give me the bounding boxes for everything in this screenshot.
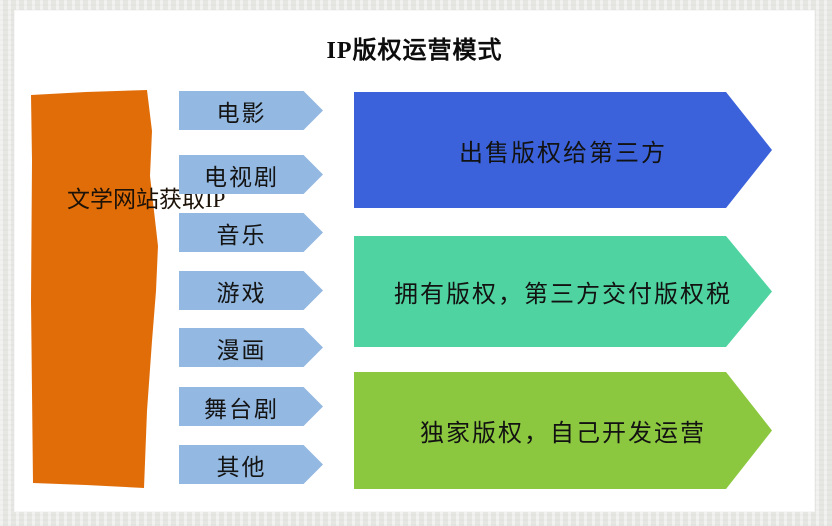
channel-arrow-movie: 电影 (179, 91, 323, 130)
channel-label: 舞台剧 (204, 396, 279, 422)
channel-arrow-other: 其他 (179, 445, 323, 484)
channel-label: 电视剧 (204, 164, 279, 190)
mode-arrow-sell-copyright: 出售版权给第三方 (354, 92, 772, 208)
channel-arrow-game: 游戏 (179, 271, 323, 310)
mode-label: 独家版权，自己开发运营 (420, 421, 706, 447)
channel-label: 电影 (216, 100, 267, 126)
channel-label: 音乐 (216, 222, 267, 248)
diagram-panel: IP版权运营模式 文学网站获取IP 电影 电视剧 音乐 游戏 漫画 舞台剧 其他… (14, 10, 815, 512)
mode-label: 出售版权给第三方 (459, 140, 667, 167)
channel-arrow-stage-play: 舞台剧 (179, 387, 323, 426)
source-label: 文学网站获取IP (67, 184, 225, 216)
channel-label: 其他 (216, 454, 267, 480)
source-banner-shape (31, 90, 158, 488)
source-banner-polygon (31, 90, 158, 488)
mode-arrow-exclusive-develop: 独家版权，自己开发运营 (354, 372, 772, 489)
channel-label: 游戏 (216, 280, 267, 306)
mode-label: 拥有版权，第三方交付版权税 (394, 282, 732, 308)
channel-arrow-comic: 漫画 (179, 328, 323, 367)
channel-arrow-tv-drama: 电视剧 (179, 155, 323, 194)
channel-label: 漫画 (216, 337, 267, 363)
mode-arrow-royalty: 拥有版权，第三方交付版权税 (354, 236, 772, 347)
channel-arrow-music: 音乐 (179, 213, 323, 252)
diagram-title: IP版权运营模式 (326, 38, 503, 64)
